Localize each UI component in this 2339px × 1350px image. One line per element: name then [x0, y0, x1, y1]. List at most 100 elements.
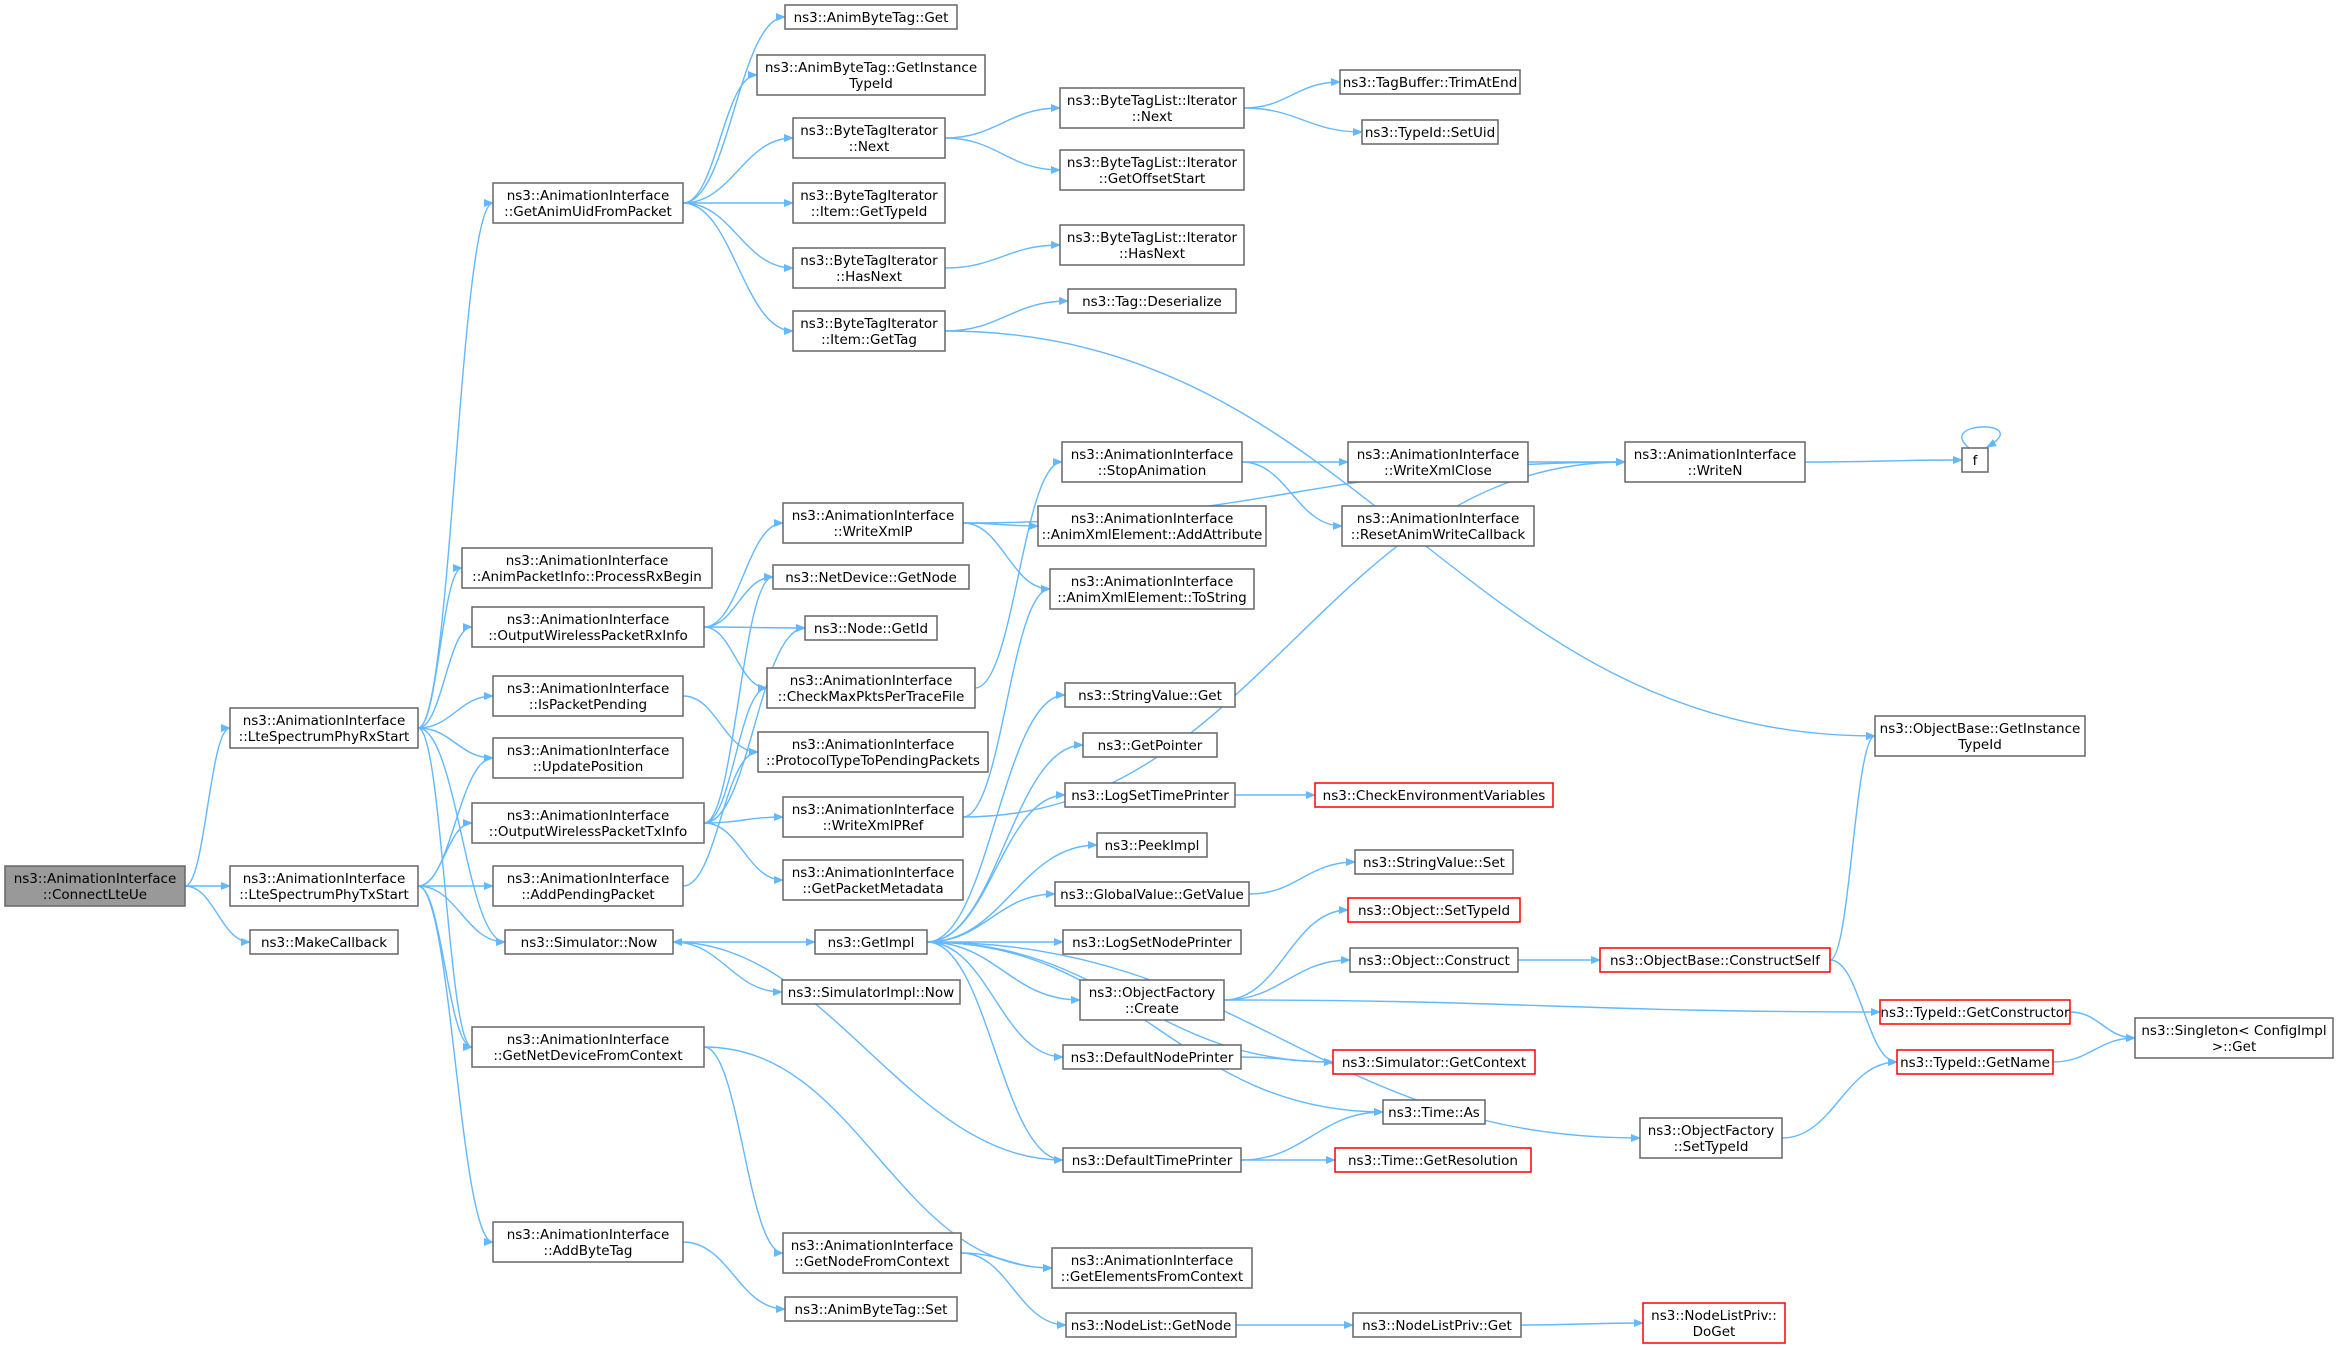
graph-node-ns3-animationinterface-getpacketmetadata[interactable]: ns3::AnimationInterface::GetPacketMetada…: [782, 859, 964, 901]
graph-node-ns3-animationinterface-ltespectrumphyrxstart[interactable]: ns3::AnimationInterface::LteSpectrumPhyR…: [229, 707, 419, 749]
graph-node-ns3-objectfactory-settypeid[interactable]: ns3::ObjectFactory::SetTypeId: [1639, 1117, 1783, 1159]
graph-node-ns3-animationinterface-animxmlelement-tostring[interactable]: ns3::AnimationInterface::AnimXmlElement:…: [1049, 568, 1255, 610]
node-box: [756, 54, 986, 96]
graph-node-ns3-animationinterface-ltespectrumphytxstart[interactable]: ns3::AnimationInterface::LteSpectrumPhyT…: [229, 865, 419, 907]
graph-node-ns3-typeid-getconstructor[interactable]: ns3::TypeId::GetConstructor: [1879, 999, 2071, 1025]
node-label-line: ::GetAnimUidFromPacket: [504, 204, 672, 220]
graph-node-ns3-simulator-getcontext[interactable]: ns3::Simulator::GetContext: [1332, 1049, 1536, 1075]
graph-node-ns3-objectbase-constructself[interactable]: ns3::ObjectBase::ConstructSelf: [1599, 947, 1831, 973]
node-label-line: ns3::AnimationInterface: [507, 1032, 670, 1048]
graph-node-ns3-nodelistpriv-get[interactable]: ns3::NodeListPriv::Get: [1352, 1312, 1522, 1338]
graph-node-ns3-bytetaglist-iterator-getoffsetstart[interactable]: ns3::ByteTagList::Iterator::GetOffsetSta…: [1059, 149, 1245, 191]
node-box: [1314, 782, 1554, 808]
call-edge-n1-n7: [417, 692, 494, 729]
call-edge-n29-n48: [960, 1252, 1067, 1329]
node-label-line: ::Create: [1125, 1001, 1179, 1017]
graph-node-ns3-animationinterface-outputwirelesspacketrxinfo[interactable]: ns3::AnimationInterface::OutputWirelessP…: [471, 606, 705, 648]
call-edge-n0-n3: [184, 885, 251, 946]
node-label-line: ns3::CheckEnvironmentVariables: [1323, 788, 1546, 804]
call-edge-n27-n58: [926, 941, 1384, 1116]
graph-node-ns3-peekimpl[interactable]: ns3::PeekImpl: [1096, 832, 1208, 858]
graph-node-ns3-animbytetag-get[interactable]: ns3::AnimByteTag::Get: [784, 4, 958, 30]
graph-node-ns3-animationinterface-stopanimation[interactable]: ns3::AnimationInterface::StopAnimation: [1061, 441, 1243, 483]
graph-node-ns3-node-getid[interactable]: ns3::Node::GetId: [804, 615, 938, 641]
node-box: [1059, 149, 1245, 191]
graph-node-ns3-animationinterface-ispacketpending[interactable]: ns3::AnimationInterface::IsPacketPending: [492, 675, 684, 717]
graph-node-ns3-animationinterface-outputwirelesspackettxinfo[interactable]: ns3::AnimationInterface::OutputWirelessP…: [471, 802, 705, 844]
graph-node-ns3-typeid-setuid[interactable]: ns3::TypeId::SetUid: [1361, 119, 1499, 145]
node-box: [229, 865, 419, 907]
call-edge-n20-n37: [962, 522, 1051, 593]
graph-node-ns3-animationinterface-addpendingpacket[interactable]: ns3::AnimationInterface::AddPendingPacke…: [492, 865, 684, 907]
node-label-line: ns3::AnimationInterface: [507, 871, 670, 887]
graph-node-ns3-bytetagiterator-next[interactable]: ns3::ByteTagIterator::Next: [792, 117, 946, 159]
graph-node-ns3-animationinterface-animpacketinfo-processrxbegin[interactable]: ns3::AnimationInterface::AnimPacketInfo:…: [461, 547, 713, 589]
call-edge-n31-n49: [1243, 78, 1341, 109]
graph-node-ns3-time-as[interactable]: ns3::Time::As: [1382, 1099, 1486, 1125]
graph-node-ns3-animationinterface-resetanimwritecallback[interactable]: ns3::AnimationInterface::ResetAnimWriteC…: [1341, 505, 1535, 547]
node-label-line: ::AnimPacketInfo::ProcessRxBegin: [472, 569, 702, 585]
graph-node-ns3-nodelist-getnode[interactable]: ns3::NodeList::GetNode: [1065, 1312, 1237, 1338]
graph-node-ns3-makecallback[interactable]: ns3::MakeCallback: [249, 929, 399, 955]
graph-node-ns3-nodelistpriv-doget[interactable]: ns3::NodeListPriv::DoGet: [1642, 1302, 1786, 1344]
graph-node-ns3-object-construct[interactable]: ns3::Object::Construct: [1349, 947, 1519, 973]
node-box: [1334, 1147, 1532, 1173]
graph-node-ns3-animationinterface-connectlteue[interactable]: ns3::AnimationInterface::ConnectLteUe: [4, 865, 186, 907]
graph-node-ns3-getimpl[interactable]: ns3::GetImpl: [814, 929, 928, 955]
graph-node-ns3-globalvalue-getvalue[interactable]: ns3::GlobalValue::GetValue: [1054, 881, 1250, 907]
graph-node-ns3-netdevice-getnode[interactable]: ns3::NetDevice::GetNode: [772, 564, 970, 590]
graph-node-ns3-bytetagiterator-item-gettypeid[interactable]: ns3::ByteTagIterator::Item::GetTypeId: [792, 182, 946, 224]
graph-node-ns3-singleton-configimpl-get[interactable]: ns3::Singleton< ConfigImpl >::Get: [2134, 1017, 2334, 1059]
graph-node-ns3-defaulttimeprinter[interactable]: ns3::DefaultTimePrinter: [1062, 1147, 1242, 1173]
graph-node-ns3-animationinterface-getnetdevicefromcontext[interactable]: ns3::AnimationInterface::GetNetDeviceFro…: [471, 1026, 705, 1068]
graph-node-ns3-animationinterface-protocoltypetopendingpackets[interactable]: ns3::AnimationInterface::ProtocolTypeToP…: [757, 731, 989, 773]
node-box: [1874, 715, 2086, 757]
graph-node-f[interactable]: f: [1961, 447, 1989, 473]
graph-node-ns3-typeid-getname[interactable]: ns3::TypeId::GetName: [1896, 1049, 2054, 1075]
graph-node-ns3-animationinterface-getanimuidfrompacket[interactable]: ns3::AnimationInterface::GetAnimUidFromP…: [492, 182, 684, 224]
graph-node-ns3-animationinterface-writexmlpref[interactable]: ns3::AnimationInterface::WriteXmlPRef: [782, 796, 964, 838]
graph-node-ns3-animationinterface-getnodefromcontext[interactable]: ns3::AnimationInterface::GetNodeFromCont…: [782, 1232, 962, 1274]
graph-node-ns3-objectfactory-create[interactable]: ns3::ObjectFactory::Create: [1079, 979, 1225, 1021]
graph-node-ns3-animationinterface-addbytetag[interactable]: ns3::AnimationInterface::AddByteTag: [492, 1221, 684, 1263]
graph-node-ns3-stringvalue-set[interactable]: ns3::StringValue::Set: [1354, 849, 1514, 875]
graph-node-ns3-animationinterface-checkmaxpktspertracefile[interactable]: ns3::AnimationInterface::CheckMaxPktsPer…: [766, 667, 976, 709]
node-label-line: ns3::TypeId::SetUid: [1365, 125, 1495, 141]
node-label-line: ns3::AnimationInterface: [1634, 447, 1797, 463]
graph-node-ns3-logsettimeprinter[interactable]: ns3::LogSetTimePrinter: [1064, 782, 1236, 808]
graph-node-ns3-stringvalue-get[interactable]: ns3::StringValue::Get: [1064, 682, 1236, 708]
node-label-line: ns3::ByteTagList::Iterator: [1067, 93, 1238, 109]
node-label-line: ns3::Time::GetResolution: [1348, 1153, 1518, 1169]
graph-node-ns3-getpointer[interactable]: ns3::GetPointer: [1082, 732, 1218, 758]
node-label-line: ::GetNetDeviceFromContext: [493, 1048, 682, 1064]
graph-node-ns3-animationinterface-writexmlp[interactable]: ns3::AnimationInterface::WriteXmlP: [782, 502, 964, 544]
node-label-line: ::LteSpectrumPhyTxStart: [239, 887, 409, 903]
graph-node-ns3-object-settypeid[interactable]: ns3::Object::SetTypeId: [1347, 897, 1521, 923]
node-label-line: ns3::AnimationInterface: [1071, 447, 1234, 463]
graph-node-ns3-bytetagiterator-item-gettag[interactable]: ns3::ByteTagIterator::Item::GetTag: [792, 310, 946, 352]
graph-node-ns3-animationinterface-animxmlelement-addattribute[interactable]: ns3::AnimationInterface::AnimXmlElement:…: [1037, 505, 1267, 547]
graph-node-ns3-animbytetag-set[interactable]: ns3::AnimByteTag::Set: [784, 1296, 958, 1322]
node-box: [492, 865, 684, 907]
graph-node-ns3-logsetnodeprinter[interactable]: ns3::LogSetNodePrinter: [1062, 929, 1242, 955]
node-label-line: ::GetOffsetStart: [1099, 171, 1206, 187]
graph-node-ns3-animationinterface-writexmlclose[interactable]: ns3::AnimationInterface::WriteXmlClose: [1347, 441, 1529, 483]
graph-node-ns3-animationinterface-updateposition[interactable]: ns3::AnimationInterface::UpdatePosition: [492, 737, 684, 779]
node-box: [2134, 1017, 2334, 1059]
graph-node-ns3-animationinterface-getelementsfromcontext[interactable]: ns3::AnimationInterface::GetElementsFrom…: [1051, 1247, 1253, 1289]
graph-node-ns3-checkenvironmentvariables[interactable]: ns3::CheckEnvironmentVariables: [1314, 782, 1554, 808]
graph-node-ns3-bytetaglist-iterator-hasnext[interactable]: ns3::ByteTagList::Iterator::HasNext: [1059, 224, 1245, 266]
graph-node-ns3-tagbuffer-trimatend[interactable]: ns3::TagBuffer::TrimAtEnd: [1339, 69, 1521, 95]
graph-node-ns3-bytetagiterator-hasnext[interactable]: ns3::ByteTagIterator::HasNext: [792, 247, 946, 289]
node-label-line: ns3::ObjectFactory: [1648, 1123, 1775, 1139]
graph-node-ns3-simulator-now[interactable]: ns3::Simulator::Now: [504, 929, 674, 955]
graph-node-ns3-tag-deserialize[interactable]: ns3::Tag::Deserialize: [1067, 288, 1237, 314]
graph-node-ns3-bytetaglist-iterator-next[interactable]: ns3::ByteTagList::Iterator::Next: [1059, 87, 1245, 129]
graph-node-ns3-time-getresolution[interactable]: ns3::Time::GetResolution: [1334, 1147, 1532, 1173]
graph-node-ns3-defaultnodeprinter[interactable]: ns3::DefaultNodePrinter: [1062, 1044, 1242, 1070]
node-label-line: ns3::Object::SetTypeId: [1358, 903, 1510, 919]
graph-node-ns3-animationinterface-writen[interactable]: ns3::AnimationInterface::WriteN: [1624, 441, 1806, 483]
graph-node-ns3-simulatorimpl-now[interactable]: ns3::SimulatorImpl::Now: [781, 979, 961, 1005]
